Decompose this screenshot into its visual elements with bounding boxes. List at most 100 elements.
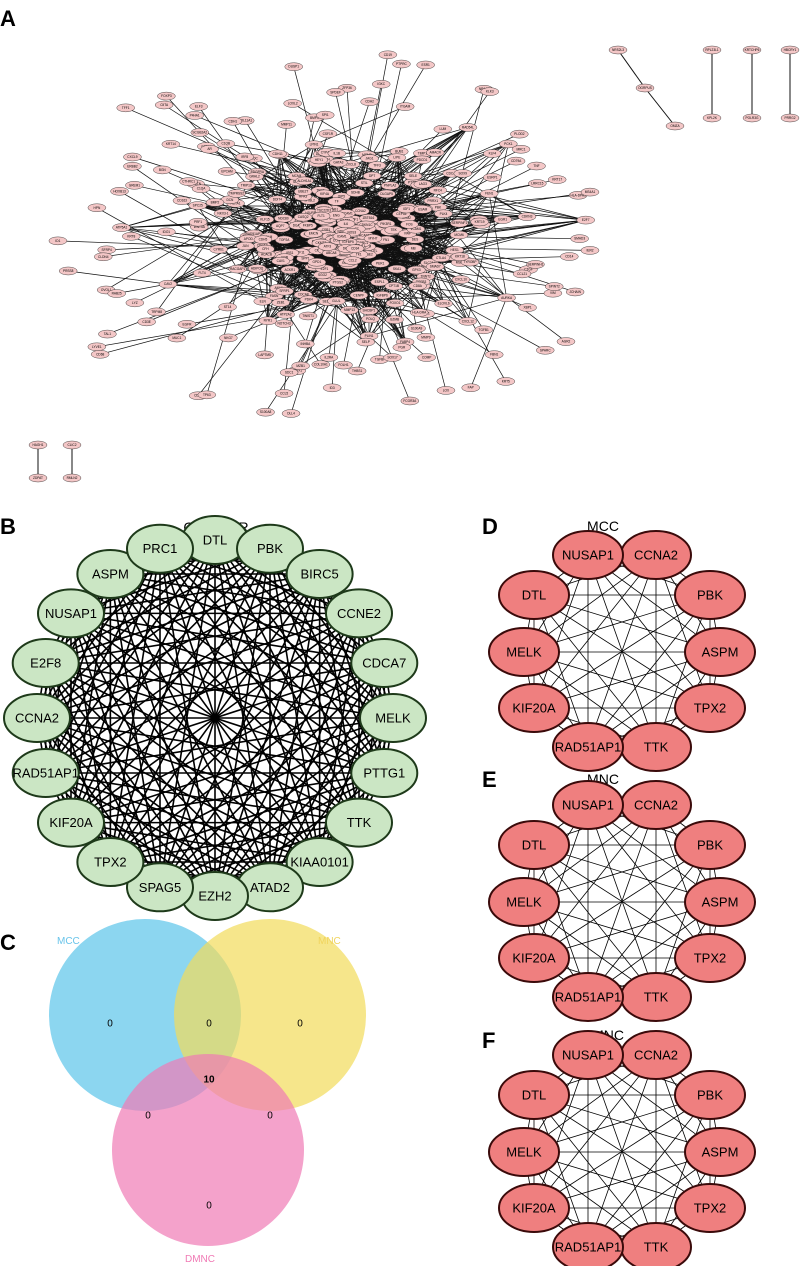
ppi-edge	[362, 63, 402, 242]
ppi-edge	[226, 171, 586, 221]
ppi-node-label: FLT4	[199, 271, 206, 275]
hub-edge	[655, 1094, 711, 1248]
ppi-node-label: ADIPOQ	[251, 266, 264, 270]
ppi-node-label: DUSP1	[288, 65, 299, 69]
ppi-nodes: RGS20SGRE2TNCMMP3CSR1CCNA2DTLCSRP2PBKTTK…	[48, 50, 600, 418]
ppi-node: GPX3	[407, 265, 426, 275]
cluster-edge	[70, 548, 161, 823]
ppi-node-label: EGR1	[498, 218, 507, 222]
hub-node-label: CCNA2	[634, 548, 678, 563]
ppi-node: SDHB	[346, 188, 365, 197]
hub-node: MELK	[488, 627, 560, 677]
ppi-node-label: RMLN2	[67, 476, 78, 480]
ppi-node: JAG1	[360, 154, 379, 163]
ppi-node-label: DGAT2	[293, 224, 304, 228]
ppi-node: P4HA1	[185, 111, 204, 120]
ppi-node: CSF1R	[318, 129, 338, 138]
ppi-node-label: PTPRC	[396, 62, 408, 66]
cluster-edge	[44, 613, 72, 774]
hub-edge	[587, 1094, 711, 1248]
cluster-edge	[214, 539, 271, 888]
ppi-node-label: LYVE1	[92, 345, 102, 349]
ppi-node: CXCL9	[123, 152, 142, 162]
ppi-node-label: SPARC	[540, 348, 551, 352]
ppi-node: CD34	[345, 244, 365, 253]
ppi-edge	[467, 143, 509, 322]
ppi-node-label: PRRX1	[428, 199, 439, 203]
ppi-node: CD163	[172, 196, 192, 205]
ppi-node: CDH2	[360, 97, 379, 106]
cluster-node: TPX2	[76, 837, 145, 888]
ppi-node-label: FAP	[468, 386, 474, 390]
ppi-node-label: HPN	[94, 206, 101, 210]
ppi-node-label: CD8A	[413, 284, 422, 288]
ppi-node: NRS2L3	[608, 45, 628, 55]
ppi-edge	[328, 300, 337, 358]
ppi-node: THBS1	[347, 366, 367, 376]
ppi-node: CAV2	[158, 279, 178, 289]
ppi-node: KRT18	[450, 252, 470, 261]
hub-edge	[655, 844, 711, 998]
ppi-node: CYR61	[209, 245, 228, 254]
ppi-node-label: TK1	[356, 252, 362, 256]
ppi-node-label: IRF8	[241, 155, 248, 159]
ppi-node-label: ELF3	[195, 105, 203, 109]
ppi-node-label: CDCA8	[298, 293, 309, 297]
ppi-node: FEN1	[480, 189, 499, 198]
ppi-node-label: ZEB1	[277, 301, 285, 305]
hub-edge	[533, 804, 657, 959]
ppi-node: SERPINF1	[450, 219, 469, 228]
cluster-edge	[109, 573, 216, 897]
ppi-node-label: EGFR	[183, 322, 193, 326]
ppi-node-label: CIITA	[160, 103, 169, 107]
cluster-edge	[70, 612, 321, 863]
ppi-node-label: MCM6	[454, 233, 464, 237]
ppi-node-label: IL1B	[334, 151, 341, 155]
mcc-title: MCC	[587, 518, 619, 534]
cluster-edge	[109, 573, 271, 888]
ppi-node: RFC4	[428, 186, 447, 195]
ppi-node: GATA3	[329, 158, 348, 167]
ppi-node: AQP7	[271, 221, 290, 231]
mnc-hub-network: CCNA2PBKASPMTPX2TTKRAD51AP1KIF20AMELKDTL…	[488, 780, 756, 1022]
dmnc-hub-network: CCNA2PBKASPMTPX2TTKRAD51AP1KIF20AMELKDTL…	[488, 1030, 756, 1266]
hub-node-label: TPX2	[694, 951, 727, 966]
ppi-node-label: MSH2	[456, 261, 465, 265]
ppi-node: CDH1	[223, 117, 243, 126]
ppi-node-label: SMAD3	[574, 237, 585, 241]
ppi-node: ELOVL6	[434, 299, 453, 308]
ppi-edge	[617, 49, 646, 89]
ppi-node-label: S100A8	[260, 410, 272, 414]
ppi-node: SPINT2	[545, 282, 564, 291]
ppi-node-label: TF	[335, 199, 339, 203]
cluster-edge	[110, 573, 394, 719]
cluster-node: ASPM	[76, 548, 145, 599]
ppi-node: NKG7	[219, 333, 238, 343]
ppi-edge	[374, 250, 383, 296]
cluster-edge	[109, 612, 360, 863]
ppi-node: PRF1	[188, 218, 208, 227]
ppi-node-label: CD34	[351, 247, 359, 251]
hub-node-label: RAD51AP1	[555, 1240, 621, 1255]
ppi-node: NOTCH3	[274, 319, 294, 328]
ppi-node: STIL	[355, 179, 374, 188]
ppi-node: HBCRY1	[780, 45, 800, 55]
ppi-node-label: NRS2L3	[612, 48, 624, 52]
cluster-edge	[70, 613, 216, 897]
ppi-node-label: FEN1	[485, 192, 493, 196]
cluster-edge	[70, 821, 320, 863]
hub-node-label: DTL	[522, 838, 547, 853]
ppi-node-label: IGF1	[403, 207, 410, 211]
ppi-node-label: SDHB	[351, 191, 360, 195]
cluster-node: KIF20A	[36, 797, 105, 848]
ppi-edge	[358, 256, 461, 296]
hub-node: RAD51AP1	[552, 972, 624, 1022]
ppi-node: KLF15	[255, 215, 275, 224]
hub-edge	[533, 594, 589, 748]
ppi-node: RYR1	[258, 316, 278, 325]
ppi-node-label: CEP55	[396, 212, 406, 216]
ppi-node-label: CDH11	[273, 152, 283, 156]
ppi-node-label: HES1	[451, 248, 460, 252]
cluster-edge	[159, 548, 216, 897]
